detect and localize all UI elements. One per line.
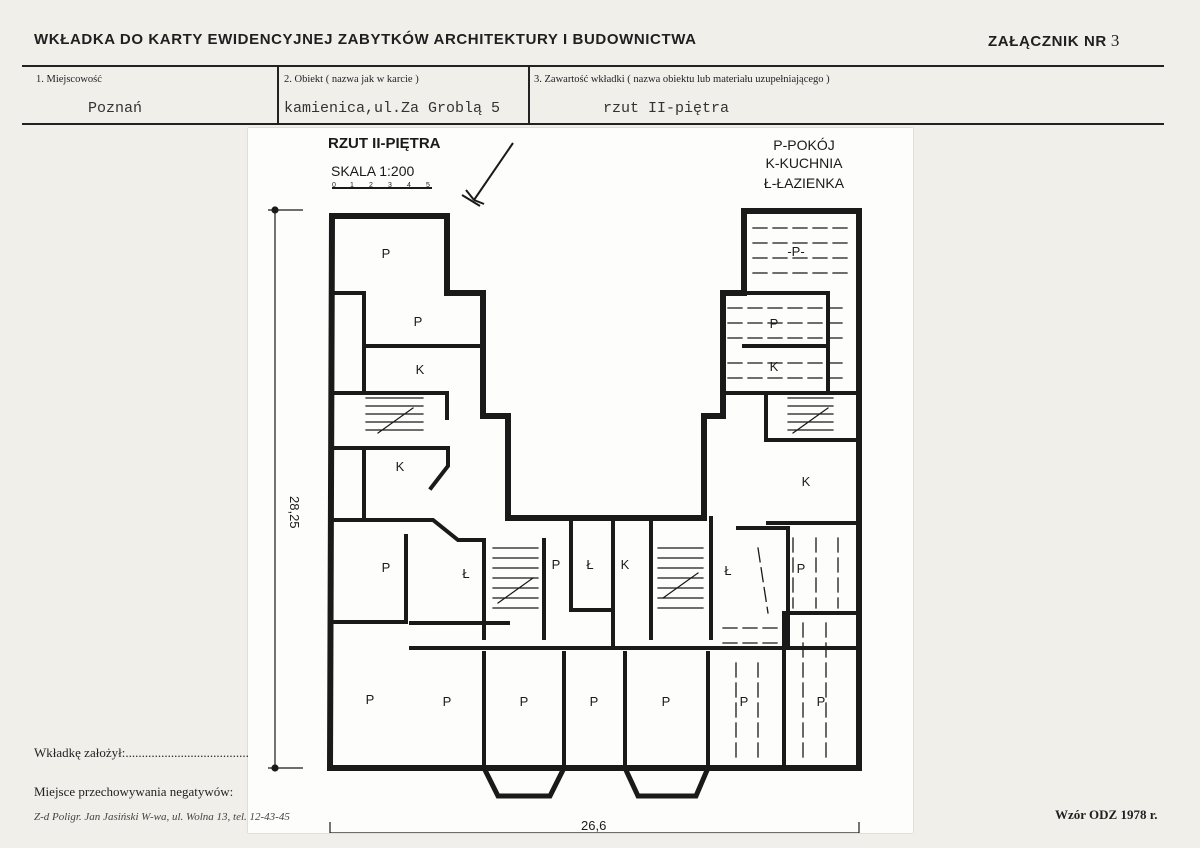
plan-title: RZUT II-PIĘTRA bbox=[328, 135, 441, 152]
legend-kuchnia: K-KUCHNIA bbox=[765, 155, 843, 171]
room-p-4: P bbox=[552, 557, 561, 572]
plan-dashed-floor bbox=[722, 227, 849, 759]
plan-walls-right bbox=[721, 291, 861, 650]
scale-tick-4: 4 bbox=[407, 182, 411, 189]
plan-scale: SKALA 1:200 bbox=[331, 163, 415, 179]
plan-legend: P-POKÓJ K-KUCHNIA Ł-ŁAZIENKA bbox=[764, 137, 845, 191]
top-rule bbox=[22, 65, 1164, 67]
dimension-lines bbox=[268, 206, 860, 833]
room-k-5: K bbox=[802, 474, 811, 489]
room-l-2: Ł bbox=[586, 557, 593, 572]
scale-tick-3: 3 bbox=[388, 182, 392, 189]
dimension-height: 28,25 bbox=[287, 496, 302, 529]
annex-label: ZAŁĄCZNIK NR bbox=[988, 33, 1107, 50]
created-by-label: Wkładkę założył: bbox=[34, 745, 126, 760]
room-p-2: P bbox=[414, 314, 423, 329]
scale-tick-1: 1 bbox=[350, 182, 354, 189]
room-k-1: K bbox=[416, 362, 425, 377]
object-value: kamienica,ul.Za Groblą 5 bbox=[284, 100, 501, 117]
legend-pokoj: P-POKÓJ bbox=[773, 137, 834, 153]
form-code: Wzór ODZ 1978 r. bbox=[1055, 807, 1158, 822]
room-l-3: Ł bbox=[724, 563, 731, 578]
room-p-11: P bbox=[740, 694, 749, 709]
scale-bar: 0 1 2 3 4 5 bbox=[332, 182, 432, 189]
plan-walls-left bbox=[330, 291, 510, 625]
floor-plan: P P K K P Ł P Ł K Ł P P P P P P P P -P- … bbox=[268, 135, 862, 833]
plan-room-labels: P P K K P Ł P Ł K Ł P P P P P P P P -P- … bbox=[366, 244, 826, 709]
annex-number-value: 3 bbox=[1110, 31, 1120, 50]
room-p-13: -P- bbox=[787, 244, 804, 259]
scale-tick-0: 0 bbox=[332, 182, 336, 189]
locality-value: Poznań bbox=[88, 100, 143, 117]
object-label: 2. Obiekt ( nazwa jak w karcie ) bbox=[284, 74, 419, 85]
room-k-2: K bbox=[396, 459, 405, 474]
dimension-width: 26,6 bbox=[581, 818, 606, 833]
plan-bay-windows bbox=[480, 764, 712, 799]
negatives-label: Miejsce przechowywania negatywów: bbox=[34, 784, 234, 799]
room-k-4: K bbox=[770, 359, 779, 374]
north-arrow-icon bbox=[461, 142, 514, 207]
room-p-9: P bbox=[590, 694, 599, 709]
room-p-7: P bbox=[443, 694, 452, 709]
field-divider-2 bbox=[528, 66, 530, 124]
room-p-8: P bbox=[520, 694, 529, 709]
legend-lazienka: Ł-ŁAZIENKA bbox=[764, 175, 845, 191]
created-by-field: Wkładkę założył:........................… bbox=[34, 745, 249, 761]
printer-line: Z-d Poligr. Jan Jasiński W-wa, ul. Wolna… bbox=[34, 811, 290, 823]
plan-outer-wall bbox=[326, 208, 862, 771]
content-value: rzut II-piętra bbox=[603, 100, 730, 117]
room-p-12: P bbox=[817, 694, 826, 709]
scale-tick-2: 2 bbox=[369, 182, 373, 189]
created-by-dots: ...................................... bbox=[125, 745, 249, 760]
room-p-10: P bbox=[662, 694, 671, 709]
plan-stair-hatching bbox=[365, 397, 834, 609]
room-p-14: P bbox=[770, 316, 779, 331]
room-p-1: P bbox=[382, 246, 391, 261]
locality-label: 1. Miejscowość bbox=[36, 74, 102, 85]
content-label: 3. Zawartość wkładki ( nazwa obiektu lub… bbox=[534, 74, 830, 85]
room-p-6: P bbox=[366, 692, 375, 707]
room-l-1: Ł bbox=[462, 566, 469, 581]
room-p-3: P bbox=[382, 560, 391, 575]
scale-tick-5: 5 bbox=[426, 182, 430, 189]
plan-walls-center bbox=[409, 516, 860, 770]
room-p-5: P bbox=[797, 561, 806, 576]
header-title: WKŁADKA DO KARTY EWIDENCYJNEJ ZABYTKÓW A… bbox=[34, 31, 697, 48]
floor-plan-photo: P P K K P Ł P Ł K Ł P P P P P P P P -P- … bbox=[248, 128, 913, 833]
fields-rule bbox=[22, 123, 1164, 125]
room-k-3: K bbox=[621, 557, 630, 572]
field-divider-1 bbox=[277, 66, 279, 124]
